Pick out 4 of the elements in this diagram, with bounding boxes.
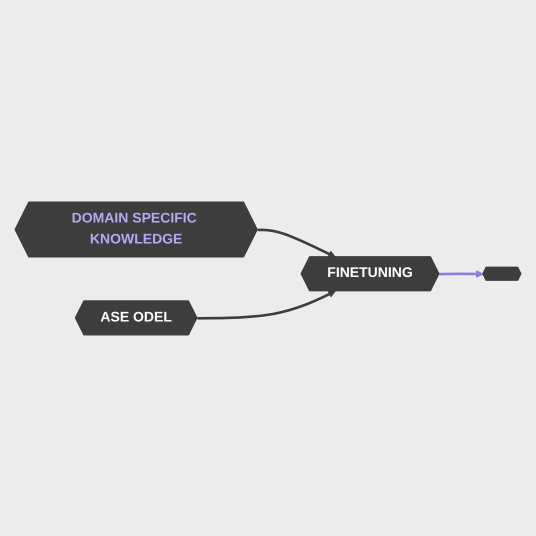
flowchart: DOMAIN SPECIFIC KNOWLEDGE ASE ODEL FINETUNING [8, 194, 528, 342]
arrow [197, 290, 336, 320]
arrow [439, 270, 484, 278]
arrow [258, 228, 336, 258]
